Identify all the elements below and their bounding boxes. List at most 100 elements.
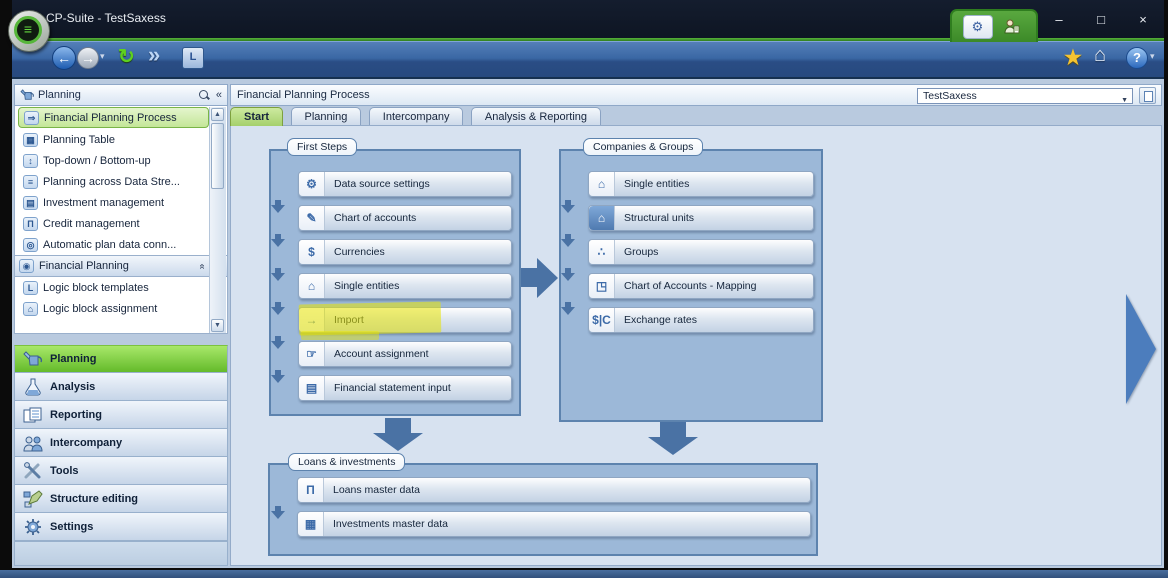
step-arrow-icon bbox=[271, 370, 285, 383]
close-button[interactable]: × bbox=[1139, 12, 1147, 27]
button-groups[interactable]: ∴ Groups bbox=[588, 239, 814, 265]
window-title: CP-Suite - TestSaxess bbox=[46, 11, 166, 25]
group-loans-investments-label: Loans & investments bbox=[288, 453, 406, 471]
help-icon[interactable]: ? bbox=[1126, 47, 1148, 69]
step-arrow-icon bbox=[561, 268, 575, 281]
maximize-button[interactable]: □ bbox=[1097, 12, 1105, 27]
forward-icon[interactable]: → bbox=[77, 47, 99, 69]
scenario-manager-button[interactable] bbox=[1139, 87, 1156, 104]
database-gear-icon: ⚙ bbox=[299, 172, 325, 196]
back-icon[interactable]: ← bbox=[52, 46, 76, 70]
user-tasks-icon[interactable] bbox=[998, 16, 1026, 38]
cabinet-icon: ▦ bbox=[298, 512, 324, 536]
scrollbar-thumb[interactable] bbox=[211, 123, 224, 189]
tab-analysis-reporting[interactable]: Analysis & Reporting bbox=[470, 107, 602, 126]
flask-icon bbox=[25, 378, 41, 395]
sidebar-scrollbar[interactable]: ▲ ▼ bbox=[209, 107, 226, 333]
button-loans-master-data[interactable]: Π Loans master data bbox=[297, 477, 811, 503]
layout-window-icon[interactable]: L bbox=[182, 47, 204, 69]
toolbar bbox=[12, 41, 1164, 78]
table-icon: ▦ bbox=[23, 132, 38, 147]
step-arrow-icon bbox=[271, 336, 285, 349]
step-arrow-icon bbox=[561, 302, 575, 315]
sidebar-group-financial-planning[interactable]: ◉ Financial Planning « bbox=[15, 255, 227, 277]
step-arrow-icon bbox=[271, 302, 285, 315]
flow-arrow-right bbox=[521, 268, 537, 287]
module-label: Settings bbox=[50, 520, 94, 533]
gear-icon bbox=[25, 518, 41, 535]
gears-icon[interactable]: ⚙ bbox=[962, 14, 993, 39]
people-icon bbox=[23, 436, 43, 451]
search-icon[interactable] bbox=[198, 89, 210, 101]
pointing-hand-icon: ☞ bbox=[299, 342, 325, 366]
collapse-panel-icon[interactable]: « bbox=[215, 89, 222, 101]
sidebar-panel-title: Planning bbox=[38, 89, 81, 101]
app-logo-icon[interactable]: ≡ bbox=[8, 10, 50, 52]
collapse-group-icon[interactable]: « bbox=[196, 263, 208, 269]
tab-intercompany[interactable]: Intercompany bbox=[368, 107, 464, 126]
button-account-assignment[interactable]: ☞ Account assignment bbox=[298, 341, 512, 367]
refresh-icon[interactable]: ↻ bbox=[118, 46, 135, 68]
module-label: Analysis bbox=[50, 380, 96, 393]
favorites-star-icon[interactable]: ★ bbox=[1064, 47, 1082, 69]
sidebar-item-planning-table[interactable]: ▦ Planning Table bbox=[15, 129, 227, 150]
step-arrow-icon bbox=[561, 200, 575, 213]
bank-icon: Π bbox=[298, 478, 324, 502]
mapping-blocks-icon: ◳ bbox=[589, 274, 615, 298]
sidebar-item-label: Top-down / Bottom-up bbox=[43, 154, 151, 167]
step-arrow-icon bbox=[271, 506, 285, 519]
history-caret-icon[interactable]: ▾ bbox=[100, 51, 105, 61]
sidebar-item-logic-block-templates[interactable]: L Logic block templates bbox=[15, 277, 227, 298]
home-icon[interactable]: ⌂ bbox=[1094, 44, 1107, 66]
button-single-entities[interactable]: ⌂ Single entities bbox=[298, 273, 512, 299]
sidebar-item-financial-planning-process[interactable]: ⇒ Financial Planning Process bbox=[18, 107, 209, 128]
button-single-entities-companies[interactable]: ⌂ Single entities bbox=[588, 171, 814, 197]
module-label: Structure editing bbox=[50, 492, 139, 505]
button-chart-of-accounts[interactable]: ✎ Chart of accounts bbox=[298, 205, 512, 231]
sidebar-item-investment-management[interactable]: ▤ Investment management bbox=[15, 192, 227, 213]
sidebar-group-label: Financial Planning bbox=[39, 260, 129, 272]
tab-start[interactable]: Start bbox=[230, 107, 284, 126]
button-structural-units[interactable]: ⌂ Structural units bbox=[588, 205, 814, 231]
group-icon: ◉ bbox=[19, 259, 34, 273]
sidebar-item-logic-block-assignment[interactable]: ⌂ Logic block assignment bbox=[15, 298, 227, 319]
module-intercompany[interactable]: Intercompany bbox=[14, 429, 228, 457]
house-icon: ⌂ bbox=[299, 274, 325, 298]
scroll-up-icon[interactable]: ▲ bbox=[211, 108, 224, 121]
help-caret-icon[interactable]: ▾ bbox=[1150, 51, 1155, 61]
module-analysis[interactable]: Analysis bbox=[14, 373, 228, 401]
highlight-marker bbox=[301, 331, 379, 340]
scenario-select[interactable]: TestSaxess ▼ bbox=[917, 88, 1133, 104]
button-investments-master-data[interactable]: ▦ Investments master data bbox=[297, 511, 811, 537]
minimize-button[interactable]: – bbox=[1055, 12, 1063, 27]
sidebar-item-label: Logic block assignment bbox=[43, 302, 158, 315]
fast-forward-icon[interactable]: » bbox=[148, 42, 161, 67]
updown-icon: ↕ bbox=[23, 153, 38, 168]
module-reporting[interactable]: Reporting bbox=[14, 401, 228, 429]
scenario-value: TestSaxess bbox=[923, 90, 977, 102]
org-people-icon: ∴ bbox=[589, 240, 615, 264]
module-label: Tools bbox=[50, 464, 79, 477]
group-first-steps-label: First Steps bbox=[287, 138, 358, 156]
tab-planning[interactable]: Planning bbox=[290, 107, 362, 126]
module-tools[interactable]: Tools bbox=[14, 457, 228, 485]
module-label: Reporting bbox=[50, 408, 102, 421]
exchange-rate-icon: $|C bbox=[589, 308, 615, 332]
chevron-down-icon: ▼ bbox=[1121, 97, 1128, 104]
sidebar-item-planning-across-data-streams[interactable]: ≡ Planning across Data Stre... bbox=[15, 171, 227, 192]
button-exchange-rates[interactable]: $|C Exchange rates bbox=[588, 307, 814, 333]
sidebar-item-top-down-bottom-up[interactable]: ↕ Top-down / Bottom-up bbox=[15, 150, 227, 171]
template-icon: L bbox=[23, 280, 38, 295]
module-structure-editing[interactable]: Structure editing bbox=[14, 485, 228, 513]
sidebar-item-automatic-plan-data[interactable]: ◎ Automatic plan data conn... bbox=[15, 234, 227, 255]
scroll-down-icon[interactable]: ▼ bbox=[211, 319, 224, 332]
sidebar-item-label: Planning across Data Stre... bbox=[43, 175, 180, 188]
button-data-source-settings[interactable]: ⚙ Data source settings bbox=[298, 171, 512, 197]
sidebar-item-credit-management[interactable]: Π Credit management bbox=[15, 213, 227, 234]
button-coa-mapping[interactable]: ◳ Chart of Accounts - Mapping bbox=[588, 273, 814, 299]
module-planning[interactable]: Planning bbox=[14, 345, 228, 373]
ledger-icon: ▤ bbox=[23, 195, 38, 210]
module-settings[interactable]: Settings bbox=[14, 513, 228, 541]
button-currencies[interactable]: $ Currencies bbox=[298, 239, 512, 265]
button-financial-statement-input[interactable]: ▤ Financial statement input bbox=[298, 375, 512, 401]
